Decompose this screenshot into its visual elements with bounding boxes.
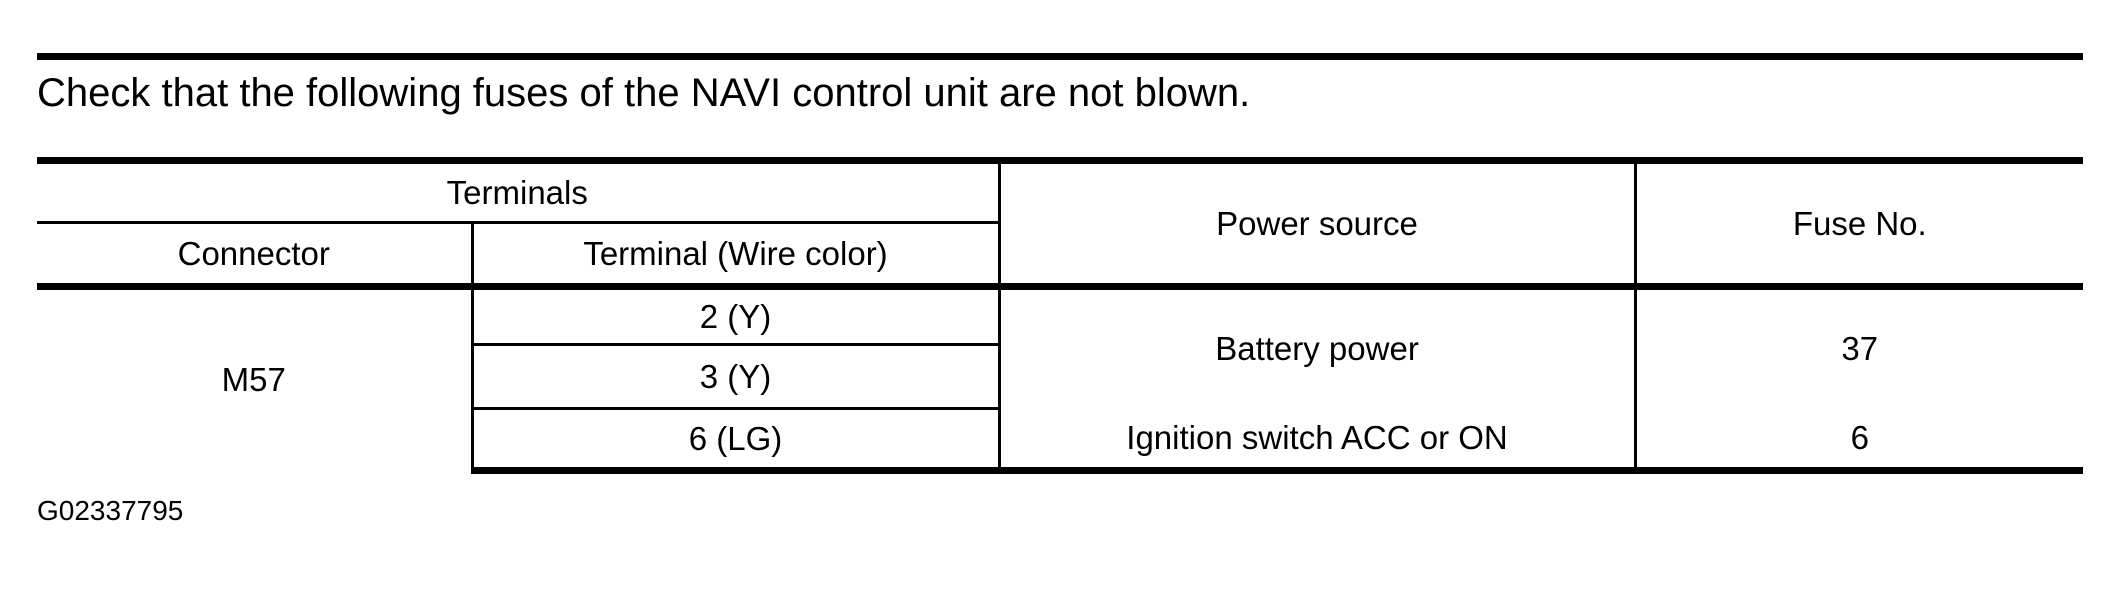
fuse-table: Terminals Power source Fuse No. Connecto… [37,157,2084,474]
cell-power-source-1: Battery power [997,283,1637,409]
column-header-fuse-no: Fuse No. [1635,157,2084,287]
cell-fuse-no-1: 37 [1635,283,2084,409]
cell-fuse-no-3: 6 [1635,408,2084,474]
fuse-table-container: Terminals Power source Fuse No. Connecto… [37,157,2084,474]
table-row: 3 (Y) [37,344,2083,410]
cell-terminal-2: 3 (Y) [472,344,1000,410]
cell-terminal-1: 2 (Y) [472,283,1000,346]
table-row: M57 2 (Y) Battery power 37 [37,283,2084,471]
page-title: Check that the following fuses of the NA… [37,71,1251,115]
figure-id-caption: G02337795 [37,495,184,526]
cell-terminal-3: 6 (LG) [472,408,1000,474]
top-horizontal-rule [37,53,2083,60]
column-group-header-terminals: Terminals [37,157,1000,224]
column-header-connector: Connector [37,222,474,287]
cell-power-source-3: Ignition switch ACC or ON [997,408,1637,474]
column-header-terminal-wire-color: Terminal (Wire color) [583,234,888,272]
table-header-row-sub: Connector Terminal (Wire color) [37,222,2083,287]
table-header-row-group: Terminals Power source Fuse No. [37,157,2084,287]
table-row: 6 (LG) Ignition switch ACC or ON 6 [37,408,2084,474]
column-header-power-source: Power source [997,157,1637,287]
cell-connector-m57: M57 [37,283,474,471]
